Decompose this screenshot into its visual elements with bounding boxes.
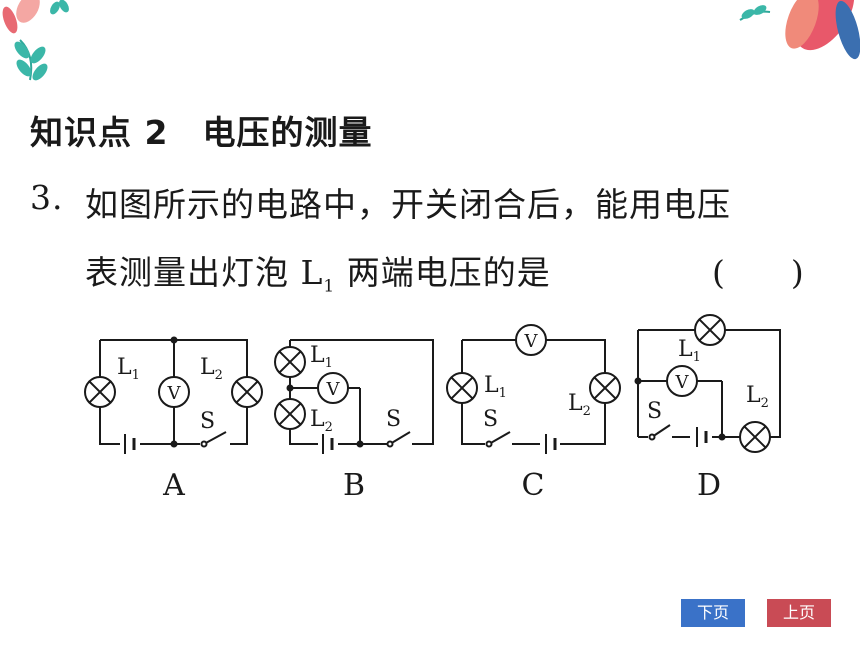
lamp-l1-label: L1 [678,337,701,365]
question-text-line-2: 表测量出灯泡 L1 两端电压的是 [85,246,551,297]
lamp-l1-label: L1 [484,373,507,401]
circuit-a: V L1 L2 S A [84,336,263,503]
lamp-l1-label: L1 [310,343,333,371]
option-label-a: A [162,468,185,503]
voltmeter-icon: V [317,372,349,404]
lamp-l2-icon [589,372,621,404]
leaf-decoration-top-right [739,0,860,60]
voltmeter-label: V [675,372,690,393]
circuit-b: V L1 L2 S B [274,339,434,503]
lamp-l1-icon [694,314,726,346]
switch-label: S [483,407,498,432]
lamp-l2-icon [739,421,771,453]
lamp-l2-icon [274,398,306,430]
voltmeter-label: V [167,383,182,404]
lamp-l2-icon [231,376,263,408]
lamp-l2-label: L2 [746,383,769,411]
lamp-l1-label: L1 [117,355,140,383]
question-number: 3. [30,178,64,217]
lamp-l2-label: L2 [310,407,333,435]
switch-label: S [647,399,662,424]
answer-bracket: ( ) [712,253,804,292]
voltmeter-label: V [524,331,539,352]
switch-label: S [386,407,401,432]
lamp-l2-label: L2 [568,391,591,419]
previous-page-button[interactable]: 上页 [767,599,831,627]
section-heading: 知识点 2 电压的测量 [30,113,373,152]
next-page-button[interactable]: 下页 [681,599,745,627]
question-text-part: 两端电压的是 [335,253,551,292]
voltmeter-icon: V [515,324,547,356]
voltmeter-icon: V [158,376,190,408]
circuit-c: V L1 L2 S C [446,324,621,503]
switch-label: S [200,409,215,434]
voltmeter-label: V [326,379,341,400]
lamp-l1-icon [274,346,306,378]
option-label-c: C [522,468,545,503]
circuit-d: V L1 L2 S D [634,314,781,503]
voltmeter-icon: V [666,365,698,397]
lamp-l2-label: L2 [200,355,223,383]
lamp-l1-icon [84,376,116,408]
leaf-decoration-top-left [2,0,69,81]
question-text-part: 表测量出灯泡 L [85,253,324,292]
option-label-b: B [343,468,365,503]
question-subscript: 1 [323,276,336,297]
option-label-d: D [697,468,721,503]
circuit-diagrams: V L1 L2 S A V L1 L2 S B [84,314,781,503]
lamp-l1-icon [446,372,478,404]
question-text-line-1: 如图所示的电路中，开关闭合后，能用电压 [85,185,731,224]
